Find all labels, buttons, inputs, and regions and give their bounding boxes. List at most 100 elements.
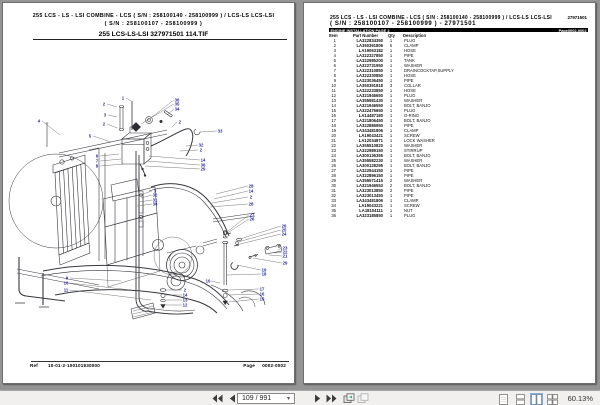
cell-part: LA19063182 [358,47,383,53]
right-header-line2: ( S/N : 258100107 - 258100999 ) - 279715… [330,21,477,27]
cell-qty: 1 [389,52,393,58]
cell-part: LA14487180 [358,112,383,118]
cell-part: LA18104111 [359,207,383,213]
cell-part: LA322896150 [356,172,383,178]
cell-item: 6 [333,62,336,68]
callout-11: 11 [64,288,69,293]
callout-36: 36 [175,98,180,103]
cell-item: 36 [331,212,336,218]
previous-view-button[interactable] [343,393,355,404]
cell-qty: 1 [389,207,393,213]
cell-desc: PIPE [404,172,414,178]
cell-desc: BOLT, BANJO [404,102,431,108]
left-header-rule [33,38,287,40]
callout-6: 6 [96,154,99,159]
cell-item: 3 [333,47,336,53]
page-number-value[interactable]: 109 / 991 [242,395,272,402]
footer-page-value: 0002-0002 [262,362,286,368]
cell-part: LA300136355 [356,152,383,158]
callout-32: 32 [199,143,204,148]
first-page-button[interactable] [211,393,223,404]
cell-desc: SCREW [404,202,420,208]
cell-item: 10 [331,82,336,88]
callout-2: 2 [103,102,106,107]
callout-16: 16 [260,292,265,297]
cell-item: 28 [331,172,336,178]
cell-desc: PIPE [404,52,414,58]
cell-qty: 1 [389,202,393,208]
cell-desc: PIPE [404,167,414,173]
cell-item: 27 [331,167,336,173]
pdf-page-right: 255 LCS - LS - LSI COMBINE - LCS ( S/N :… [303,2,596,384]
cell-qty: 1 [389,162,393,168]
single-page-view-button[interactable] [497,393,510,405]
cell-desc: WASHER [404,97,423,103]
continuous-view-button[interactable] [514,393,527,405]
cell-qty: 3 [389,82,393,88]
cell-desc: CLAMP [404,127,419,133]
footer-ref-value: 10-01-2-100101930000 [48,362,101,368]
cell-part: LA355571415 [356,177,383,183]
cell-desc: WASHER [404,157,423,163]
next-view-button[interactable] [357,393,369,404]
cell-qty: 1 [389,97,393,103]
cell-desc: HOSE [404,72,416,78]
cell-item: 9 [333,77,336,83]
callout-2: 2 [200,148,203,153]
next-page-button[interactable] [311,393,323,404]
cell-item: 16 [331,112,336,118]
cell-item: 13 [331,97,336,103]
callout-13: 13 [183,298,188,303]
cell-qty: 1 [389,37,393,43]
right-doc-number: 27971501 [567,15,587,20]
cell-item: 15 [331,107,336,113]
two-page-view-button[interactable] [530,393,543,405]
callout-12: 12 [183,303,188,308]
cell-qty: 2 [389,182,393,188]
callout-26: 26 [282,224,287,229]
callout-3: 3 [154,189,157,194]
cell-qty: 1 [389,127,393,133]
left-header-line2: ( S/N : 258100107 - 258100999 ) [104,20,203,27]
cell-item: 12 [331,92,336,98]
cell-item: 18 [331,122,336,128]
section-title-bar: ENGINE INSTALLATION PAGE 2 Page0002-0002 [329,27,588,33]
cell-item: 25 [331,157,336,163]
cell-item: 20 [331,132,336,138]
two-page-continuous-view-button[interactable] [546,393,559,405]
cell-desc: DRAINCOCKTAP,SUPPLY [404,67,454,73]
cell-qty: 1 [389,62,393,68]
cell-part: LA300128295 [356,162,383,168]
previous-page-button[interactable] [226,393,238,404]
cell-desc: WASHER [404,177,423,183]
cell-qty: 1 [389,92,393,98]
callout-8: 8 [96,164,99,169]
cell-part: LA322327850 [356,52,383,58]
callout-14: 14 [249,189,254,194]
cell-part: LA322886950 [356,122,383,128]
pdf-page-left: 255 LCS - LS - LSI COMBINE - LCS ( S/N :… [2,2,295,384]
cell-part: LA322985200 [356,57,383,63]
callout-23: 23 [283,246,288,251]
last-page-button[interactable] [325,393,337,404]
combobox-dropdown-icon[interactable]: ▾ [286,396,290,402]
cell-item: 19 [331,127,336,133]
cell-desc: BOLT, BANJO [404,162,431,168]
cell-qty: 1 [389,197,393,203]
cell-part: LA355582230 [356,157,383,163]
cell-part: LA322476650 [356,107,383,113]
cell-part: LA323013450 [356,192,383,198]
cell-part: LA321946550 [356,102,383,108]
page-number-combobox[interactable]: 109 / 991 ▾ [237,393,295,404]
